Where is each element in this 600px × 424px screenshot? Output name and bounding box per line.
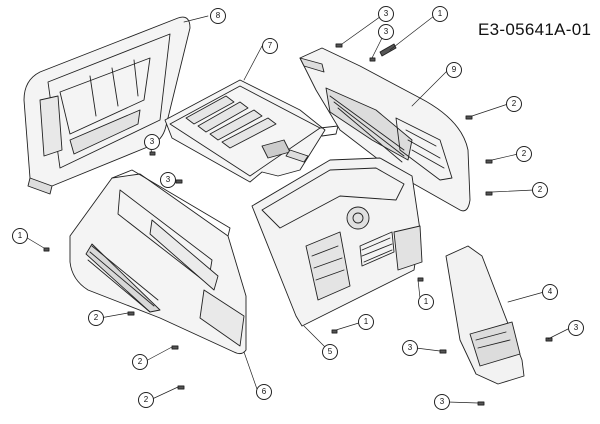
callout-bubble: 2 — [138, 392, 154, 408]
callout-bubble: 2 — [132, 354, 148, 370]
leader-lines — [23, 13, 571, 404]
callout-bubble: 3 — [568, 320, 584, 336]
callout-bubble: 7 — [262, 38, 278, 54]
drawing-code: E3-05641A-01 — [478, 20, 592, 39]
part-rear-tray — [23, 16, 191, 195]
callout-bubble: 9 — [446, 62, 462, 78]
fasteners — [43, 43, 553, 406]
callout-bubble: 2 — [532, 182, 548, 198]
callout-bubble: 4 — [542, 284, 558, 300]
callout-bubble: 3 — [144, 134, 160, 150]
callout-bubble: 2 — [516, 146, 532, 162]
callout-bubble: 3 — [434, 394, 450, 410]
callout-bubble: 3 — [402, 340, 418, 356]
callout-bubble: 8 — [210, 8, 226, 24]
callout-bubble: 2 — [88, 310, 104, 326]
part-left-fender — [69, 169, 247, 355]
part-dashboard-housing — [251, 157, 423, 327]
part-side-grille-panel — [299, 47, 471, 212]
part-top-plate — [164, 79, 339, 183]
callout-bubble: 1 — [12, 228, 28, 244]
callout-bubble: 1 — [358, 314, 374, 330]
callout-bubble: 1 — [432, 6, 448, 22]
callout-bubble: 3 — [378, 6, 394, 22]
callout-bubble: 6 — [256, 384, 272, 400]
callout-bubble: 1 — [418, 294, 434, 310]
callout-bubble: 3 — [378, 24, 394, 40]
callout-bubble: 3 — [160, 172, 176, 188]
callout-bubble: 5 — [322, 344, 338, 360]
callout-bubble: 2 — [506, 96, 522, 112]
part-front-nose-cover — [445, 245, 525, 385]
